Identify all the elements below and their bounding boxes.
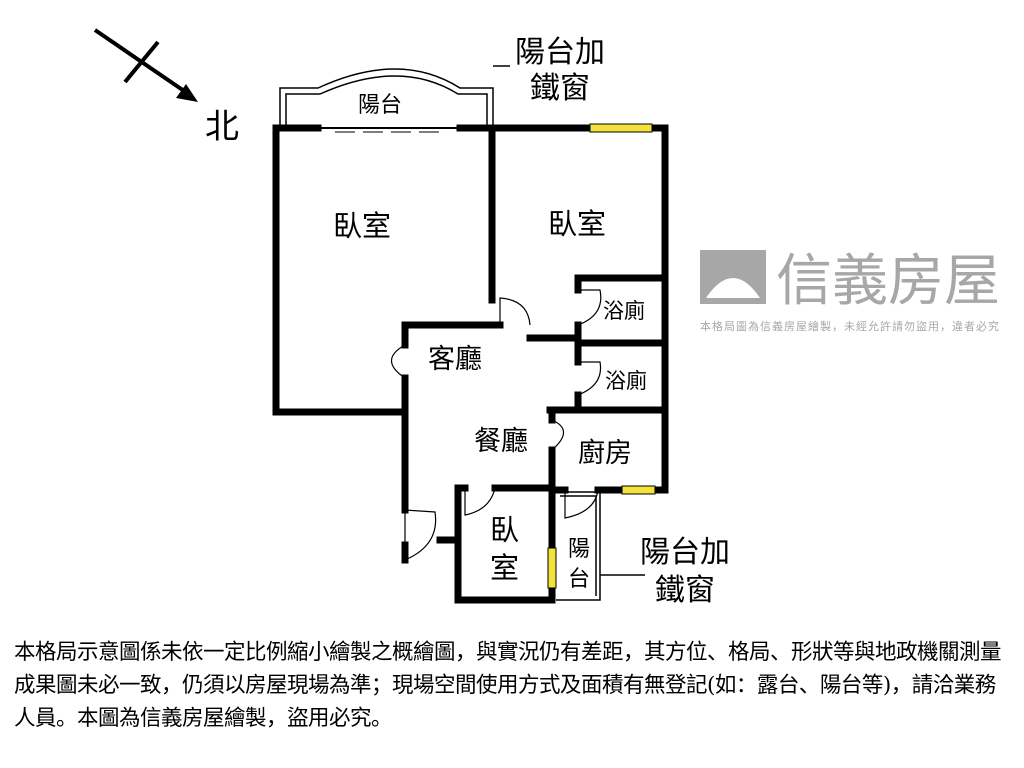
door-kitchen — [551, 419, 565, 451]
room-bath-1: 浴廁 — [603, 299, 645, 323]
room-balcony-bottom-a: 陽 — [568, 537, 590, 562]
callout-top-1: 陽台加 — [515, 35, 605, 70]
room-balcony-top: 陽台 — [358, 93, 402, 118]
door-balcony — [564, 489, 599, 519]
room-bedroom-3-a: 臥 — [490, 513, 519, 547]
room-balcony-bottom-b: 台 — [568, 567, 590, 592]
door-entrance — [404, 509, 437, 561]
room-bath-2: 浴廁 — [605, 369, 647, 393]
room-kitchen: 廚房 — [578, 438, 632, 469]
watermark-brand: 信義房屋 — [776, 249, 1000, 314]
callout-bottom-1: 陽台加 — [640, 535, 730, 570]
north-label: 北 — [205, 107, 239, 147]
watermark-logo: 信義房屋 本格局圖為信義房屋繪製，未經允許請勿盜用，違者必究 — [700, 249, 1000, 333]
window-bedroom3 — [547, 547, 557, 589]
room-dining: 餐廳 — [474, 426, 528, 457]
room-bedroom-1: 臥室 — [333, 209, 391, 243]
room-living: 客廳 — [428, 344, 482, 375]
door-bedroom3 — [464, 487, 496, 516]
door-bath1 — [577, 289, 602, 326]
door-living — [390, 344, 406, 379]
window-kitchen — [621, 485, 656, 495]
room-bedroom-2: 臥室 — [548, 207, 606, 241]
callout-top-2: 鐵窗 — [530, 71, 590, 106]
north-arrow-icon — [93, 28, 198, 102]
window-bedroom2 — [589, 123, 653, 133]
door-bedroom1 — [499, 297, 531, 326]
door-bath2 — [577, 361, 602, 396]
disclaimer-text: 本格局示意圖係未依一定比例縮小繪製之概繪圖，與實況仍有差距，其方位、格局、形狀等… — [14, 640, 1002, 731]
watermark-notice: 本格局圖為信義房屋繪製，未經允許請勿盜用，違者必究 — [700, 319, 1000, 333]
balcony-top-outline — [279, 65, 510, 128]
room-bedroom-3-b: 室 — [490, 551, 519, 585]
callout-bottom-2: 鐵窗 — [655, 573, 715, 608]
doors — [390, 289, 602, 561]
windows — [318, 123, 656, 589]
